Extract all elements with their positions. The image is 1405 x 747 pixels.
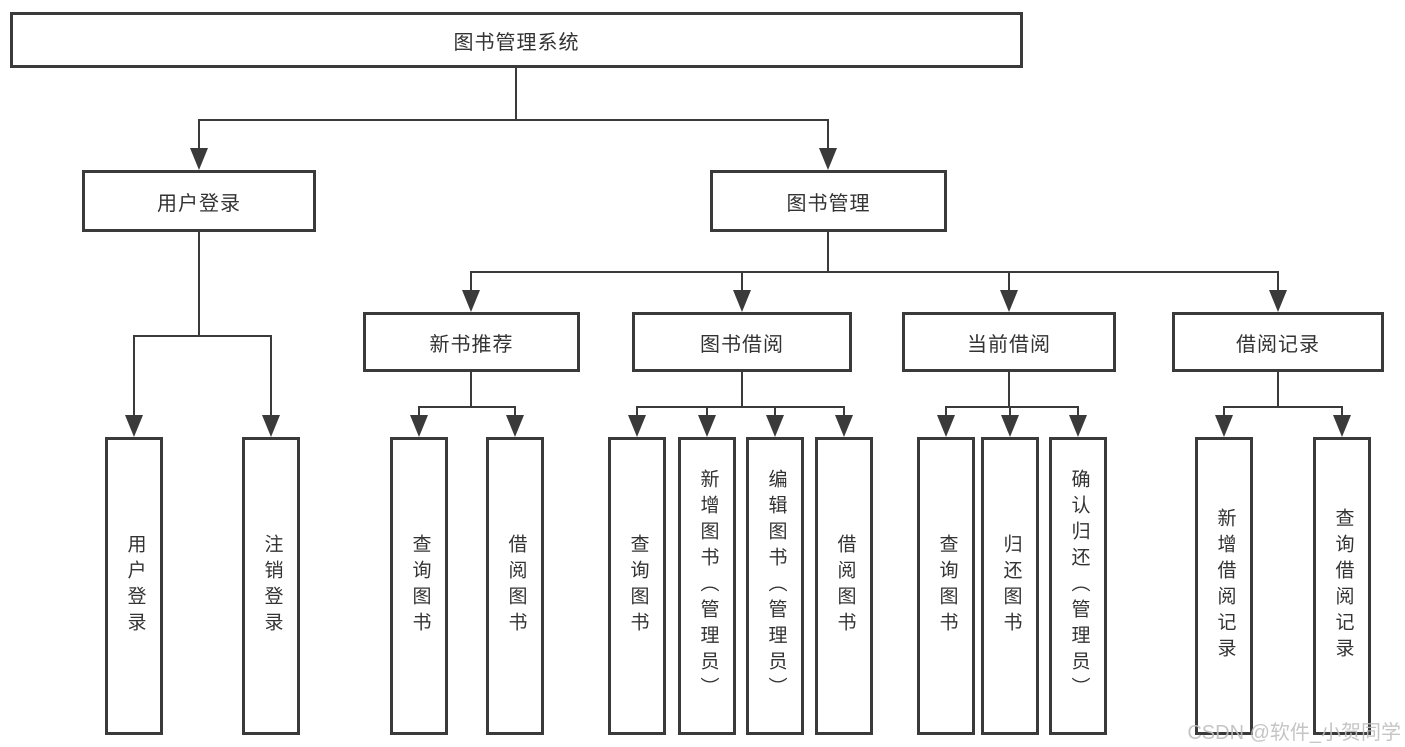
connector-drop-leaf xyxy=(133,335,135,419)
arrow-down-icon xyxy=(733,290,751,312)
connector-drop-borrow-records xyxy=(1277,271,1279,293)
arrow-down-icon xyxy=(1333,415,1351,437)
leaf-edit-book-admin-label: 编辑图书（管理员） xyxy=(765,469,787,703)
connector-root-trunk xyxy=(515,68,517,120)
connector-hbar xyxy=(418,406,516,408)
leaf-add-borrow-record-label: 新增借阅记录 xyxy=(1214,508,1236,664)
connector-drop-book-borrow xyxy=(741,271,743,293)
connector-hbar xyxy=(1223,406,1343,408)
leaf-query-borrow-record-label: 查询借阅记录 xyxy=(1332,508,1354,664)
connector-book-mgmt-trunk xyxy=(827,232,829,272)
leaf-confirm-return-admin-label: 确认归还（管理员） xyxy=(1068,469,1090,703)
arrow-down-icon xyxy=(1215,415,1233,437)
leaf-edit-book-admin: 编辑图书（管理员） xyxy=(746,437,804,735)
leaf-query-borrow-record: 查询借阅记录 xyxy=(1313,437,1371,735)
connector-book-mgmt-hbar xyxy=(470,271,1279,273)
connector-drop-leaf xyxy=(1009,406,1011,419)
node-current-borrow-label: 当前借阅 xyxy=(967,333,1051,356)
leaf-query-books-borrow: 查询图书 xyxy=(608,437,666,735)
node-root: 图书管理系统 xyxy=(10,12,1023,68)
leaf-query-books-current: 查询图书 xyxy=(917,437,975,735)
csdn-watermark: CSDN @软件_小贺同学 xyxy=(1187,722,1401,744)
leaf-logout-login-label: 注销登录 xyxy=(261,534,283,638)
leaf-query-books-current-label: 查询图书 xyxy=(936,534,958,638)
arrow-down-icon xyxy=(1001,415,1019,437)
connector-hbar xyxy=(636,406,845,408)
leaf-borrow-books: 借阅图书 xyxy=(815,437,873,735)
connector-drop-leaf xyxy=(1341,406,1343,419)
connector-trunk xyxy=(1008,372,1010,408)
node-book-borrow: 图书借阅 xyxy=(632,312,852,372)
connector-user-login-hbar xyxy=(133,335,272,337)
arrow-down-icon xyxy=(462,290,480,312)
arrow-down-icon xyxy=(698,415,716,437)
leaf-confirm-return-admin: 确认归还（管理员） xyxy=(1049,437,1107,735)
arrow-down-icon xyxy=(190,148,208,170)
leaf-add-book-admin-label: 新增图书（管理员） xyxy=(697,469,719,703)
arrow-down-icon xyxy=(819,148,837,170)
connector-drop-leaf xyxy=(636,406,638,419)
connector-drop-leaf xyxy=(514,406,516,419)
connector-hbar xyxy=(945,406,1079,408)
leaf-query-books-borrow-label: 查询图书 xyxy=(627,534,649,638)
node-book-borrow-label: 图书借阅 xyxy=(700,333,784,356)
connector-user-login-trunk xyxy=(198,232,200,337)
node-new-book-recommend: 新书推荐 xyxy=(363,312,580,372)
node-user-login-label: 用户登录 xyxy=(157,192,241,215)
arrow-down-icon xyxy=(628,415,646,437)
connector-drop-leaf xyxy=(774,406,776,419)
node-root-label: 图书管理系统 xyxy=(453,31,580,54)
arrow-down-icon xyxy=(262,415,280,437)
arrow-down-icon xyxy=(410,415,428,437)
connector-trunk xyxy=(741,372,743,408)
arrow-down-icon xyxy=(766,415,784,437)
arrow-down-icon xyxy=(125,415,143,437)
leaf-user-login-label: 用户登录 xyxy=(124,534,146,638)
leaf-logout-login: 注销登录 xyxy=(242,437,300,735)
connector-drop-current-borrow xyxy=(1008,271,1010,293)
leaf-borrow-books-recommend: 借阅图书 xyxy=(486,437,544,735)
arrow-down-icon xyxy=(1069,415,1087,437)
node-user-login: 用户登录 xyxy=(82,170,316,232)
arrow-down-icon xyxy=(937,415,955,437)
leaf-add-borrow-record: 新增借阅记录 xyxy=(1195,437,1253,735)
node-new-book-recommend-label: 新书推荐 xyxy=(429,333,514,356)
connector-drop-book-mgmt xyxy=(827,119,829,151)
arrow-down-icon xyxy=(506,415,524,437)
leaf-query-books-recommend-label: 查询图书 xyxy=(409,534,431,638)
node-book-management-label: 图书管理 xyxy=(786,192,871,215)
connector-drop-leaf xyxy=(418,406,420,419)
arrow-down-icon xyxy=(835,415,853,437)
arrow-down-icon xyxy=(1269,290,1287,312)
connector-drop-leaf xyxy=(843,406,845,419)
arrow-down-icon xyxy=(1000,290,1018,312)
connector-drop-leaf xyxy=(270,335,272,419)
leaf-borrow-books-recommend-label: 借阅图书 xyxy=(505,534,527,638)
node-book-management: 图书管理 xyxy=(710,170,947,232)
leaf-return-books-label: 归还图书 xyxy=(1000,534,1022,638)
node-current-borrow: 当前借阅 xyxy=(902,312,1116,372)
connector-trunk xyxy=(1277,372,1279,408)
connector-trunk xyxy=(470,372,472,408)
connector-root-hbar xyxy=(198,119,829,121)
connector-drop-leaf xyxy=(945,406,947,419)
leaf-query-books-recommend: 查询图书 xyxy=(390,437,448,735)
node-borrow-records-label: 借阅记录 xyxy=(1236,333,1320,356)
leaf-add-book-admin: 新增图书（管理员） xyxy=(678,437,736,735)
connector-drop-new-book xyxy=(470,271,472,293)
leaf-borrow-books-label: 借阅图书 xyxy=(834,534,856,638)
connector-drop-leaf xyxy=(706,406,708,419)
connector-drop-leaf xyxy=(1077,406,1079,419)
leaf-return-books: 归还图书 xyxy=(981,437,1039,735)
node-borrow-records: 借阅记录 xyxy=(1172,312,1384,372)
connector-drop-user-login xyxy=(198,119,200,151)
leaf-user-login: 用户登录 xyxy=(105,437,163,735)
connector-drop-leaf xyxy=(1223,406,1225,419)
